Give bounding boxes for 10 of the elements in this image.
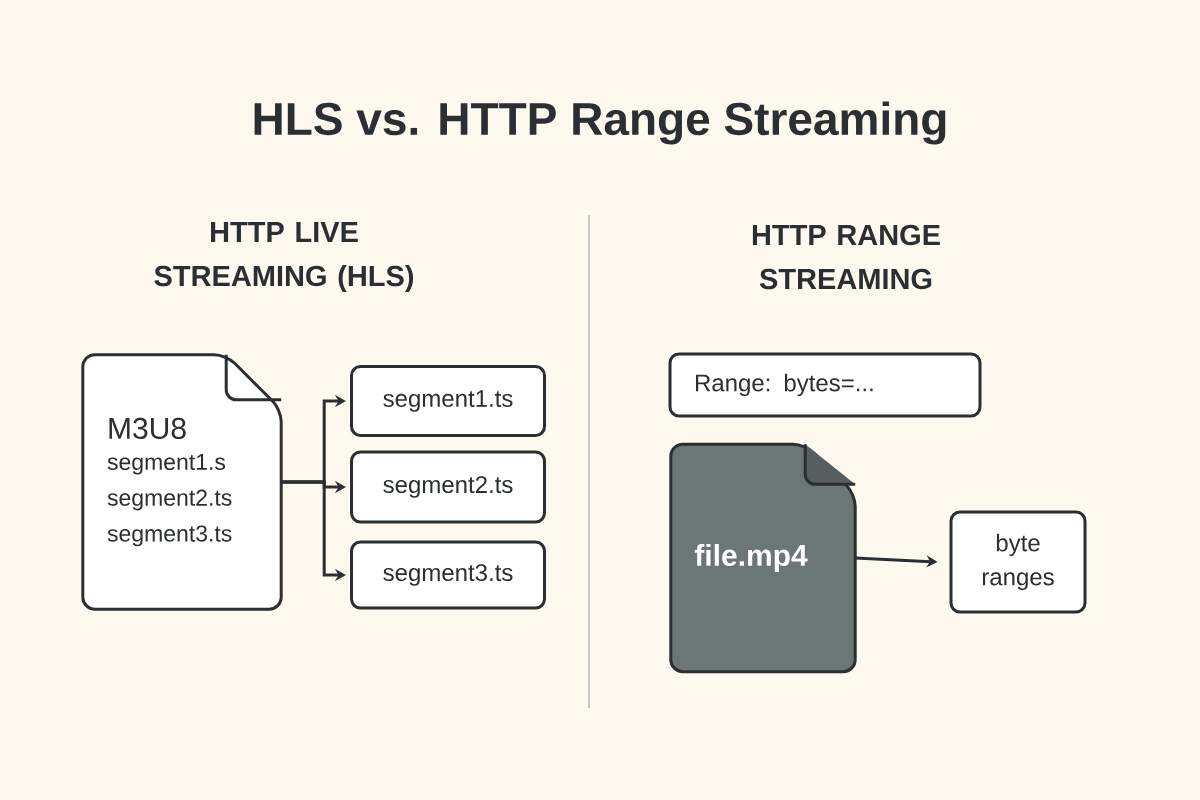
section-heading: HTTP RANGE STREAMING [752, 224, 940, 290]
rounded-box: segment3.ts [350, 540, 546, 610]
section-heading: HTTP LIVE STREAMING (HLS) [154, 222, 414, 292]
file-icon-box: file.mp4 [669, 442, 857, 674]
rounded-box: byte ranges [949, 510, 1087, 614]
file-icon-box: M3U8 segment1.s segment2.ts segment3.ts [81, 353, 283, 611]
title: HLS vs. HTTP Range Streaming [254, 101, 946, 145]
rounded-box: segment1.ts [350, 365, 546, 437]
rounded-box: segment2.ts [350, 450, 546, 524]
rounded-box: Range: bytes=... [668, 352, 982, 418]
